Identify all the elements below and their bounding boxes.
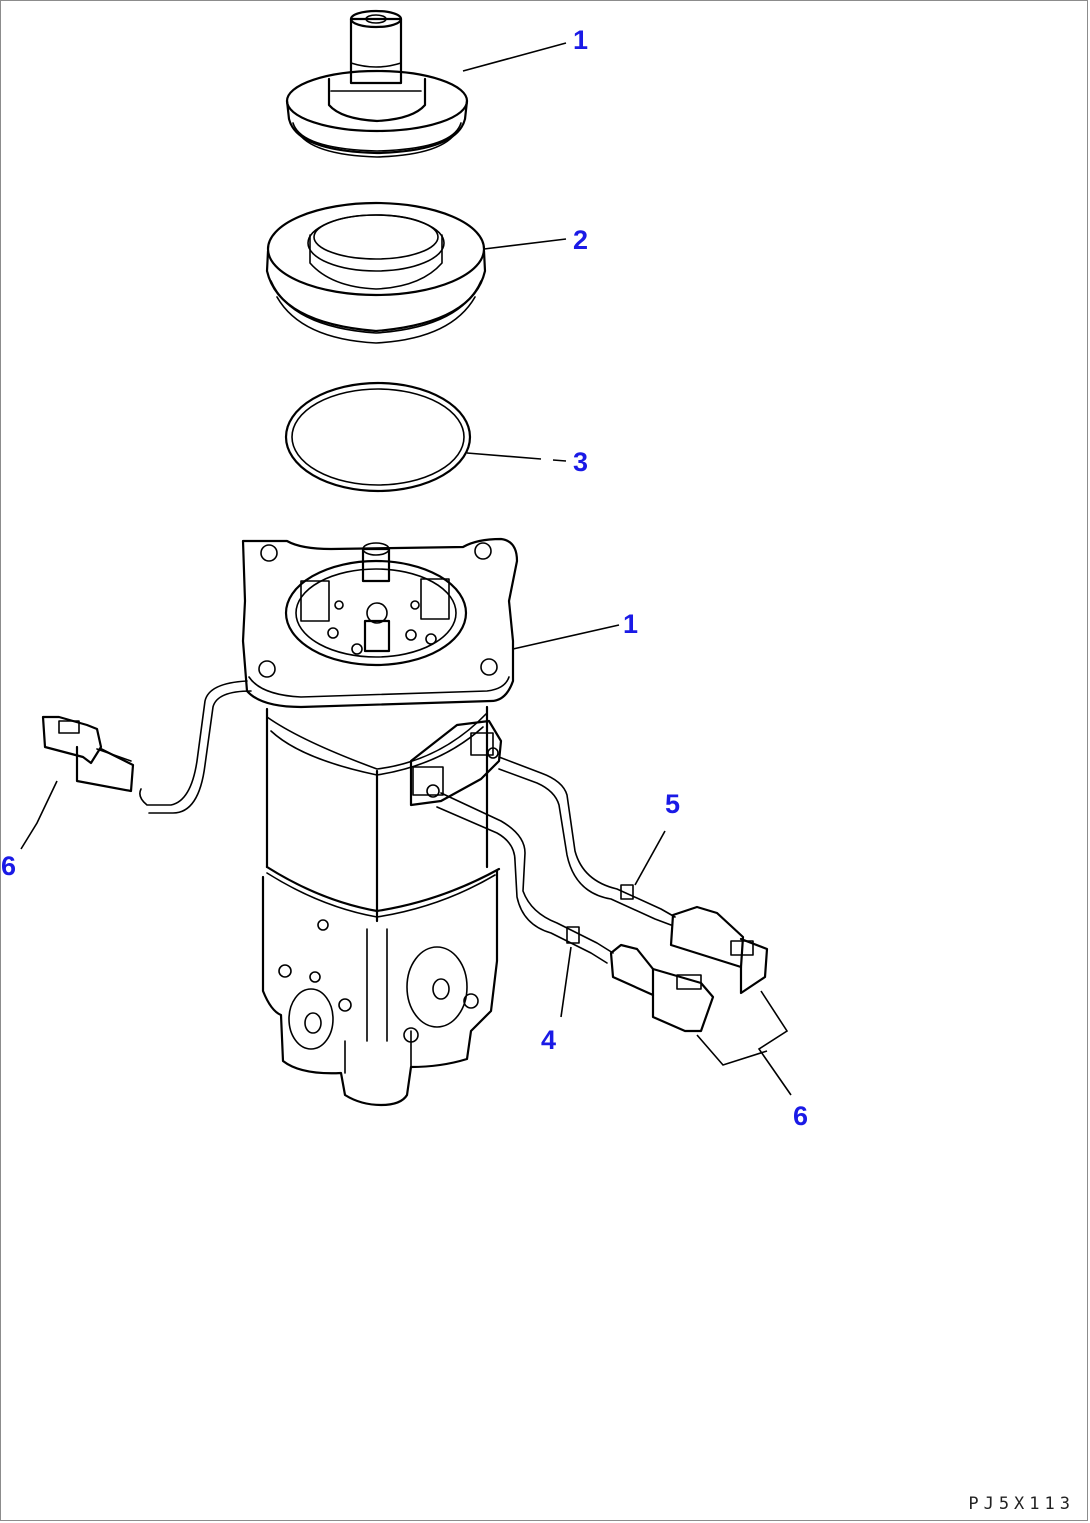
part-o-ring — [284, 381, 472, 493]
callout-6-right-connectors: 6 — [793, 1101, 809, 1131]
callout-6-left-connector: 6 — [1, 851, 17, 881]
leader-6-right — [696, 990, 792, 1096]
callout-2-nut-ring: 2 — [573, 225, 589, 255]
leader-2 — [483, 238, 567, 250]
clip-5 — [620, 884, 634, 900]
callout-1-valve-body: 1 — [623, 609, 639, 639]
leader-1-body — [512, 624, 620, 650]
leader-4 — [560, 946, 572, 1018]
leader-1-top — [462, 42, 567, 72]
part-left-connector — [41, 680, 252, 814]
callout-5-clip: 5 — [665, 789, 681, 819]
part-right-harness — [436, 756, 769, 1033]
drawing-code: PJ5X113 — [968, 1494, 1075, 1514]
callout-4-clip: 4 — [541, 1025, 557, 1055]
leader-5 — [634, 830, 666, 886]
callout-1-top-cap: 1 — [573, 25, 589, 55]
part-top-cap — [285, 9, 469, 158]
part-nut-ring — [265, 201, 487, 344]
leader-3 — [466, 452, 567, 462]
clip-4 — [566, 926, 580, 944]
part-valve-body — [241, 537, 519, 1107]
leader-6-left — [20, 780, 58, 850]
callout-3-o-ring: 3 — [573, 447, 589, 477]
